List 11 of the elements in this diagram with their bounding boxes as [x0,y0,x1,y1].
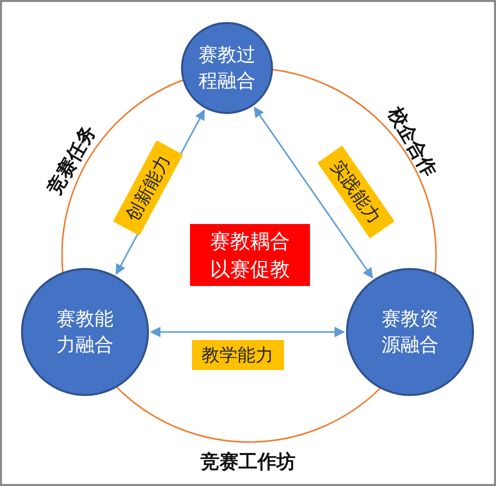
center-box: 赛教耦合以赛促教 [190,224,310,286]
process-circle: 赛教资源融合 [346,268,474,396]
double-arrow [150,326,346,338]
process-circle: 赛教过程融合 [181,22,273,114]
side-label: 竞赛工作坊 [200,450,296,475]
process-circle: 赛教能力融合 [21,268,149,396]
side-label: 竞赛任务 [42,120,102,200]
double-arrow [254,106,374,279]
edge-label: 教学能力 [192,340,284,370]
edge-label: 实践能力 [316,146,394,238]
edge-label: 创新能力 [113,140,183,236]
